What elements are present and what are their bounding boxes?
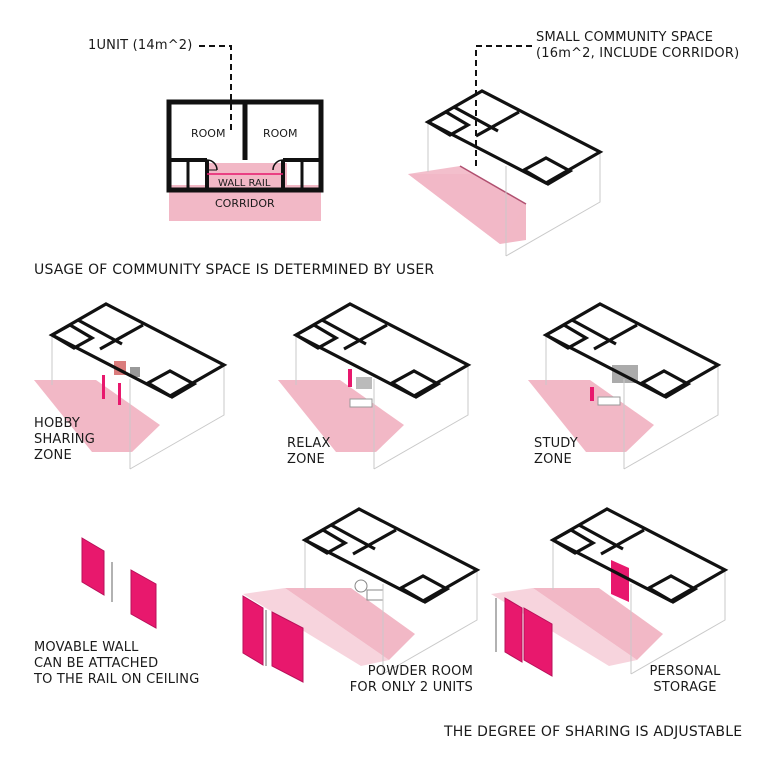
iso-relax	[278, 302, 470, 471]
powder-walls	[242, 595, 304, 683]
personal-storage-label: PERSONAL STORAGE	[649, 664, 721, 695]
room-left-label: ROOM	[191, 127, 226, 140]
iso-community-space	[408, 89, 602, 258]
movable-wall-panels	[81, 537, 157, 629]
study-label: STUDY ZONE	[534, 436, 578, 467]
plan-view	[166, 45, 324, 221]
movable-wall-label: MOVABLE WALL CAN BE ATTACHED TO THE RAIL…	[34, 640, 200, 687]
unit-leader	[199, 45, 232, 134]
unit-label: 1UNIT (14m^2)	[88, 38, 193, 53]
wall-rail-label: WALL RAIL	[218, 178, 271, 189]
small-space-label: SMALL COMMUNITY SPACE (16m^2, INCLUDE CO…	[536, 30, 740, 61]
corridor-label: CORRIDOR	[215, 197, 275, 210]
sharing-footer: THE DEGREE OF SHARING IS ADJUSTABLE	[444, 724, 743, 740]
storage-walls	[495, 597, 553, 677]
hobby-label: HOBBY SHARING ZONE	[34, 416, 95, 463]
iso-powder	[243, 507, 479, 676]
usage-heading: USAGE OF COMMUNITY SPACE IS DETERMINED B…	[34, 262, 435, 278]
powder-room-label: POWDER ROOM FOR ONLY 2 UNITS	[349, 664, 473, 695]
iso-hobby	[34, 302, 226, 471]
relax-label: RELAX ZONE	[287, 436, 331, 467]
iso-study	[528, 302, 720, 471]
room-right-label: ROOM	[263, 127, 298, 140]
iso-storage	[491, 507, 727, 676]
space-leader	[475, 45, 532, 168]
